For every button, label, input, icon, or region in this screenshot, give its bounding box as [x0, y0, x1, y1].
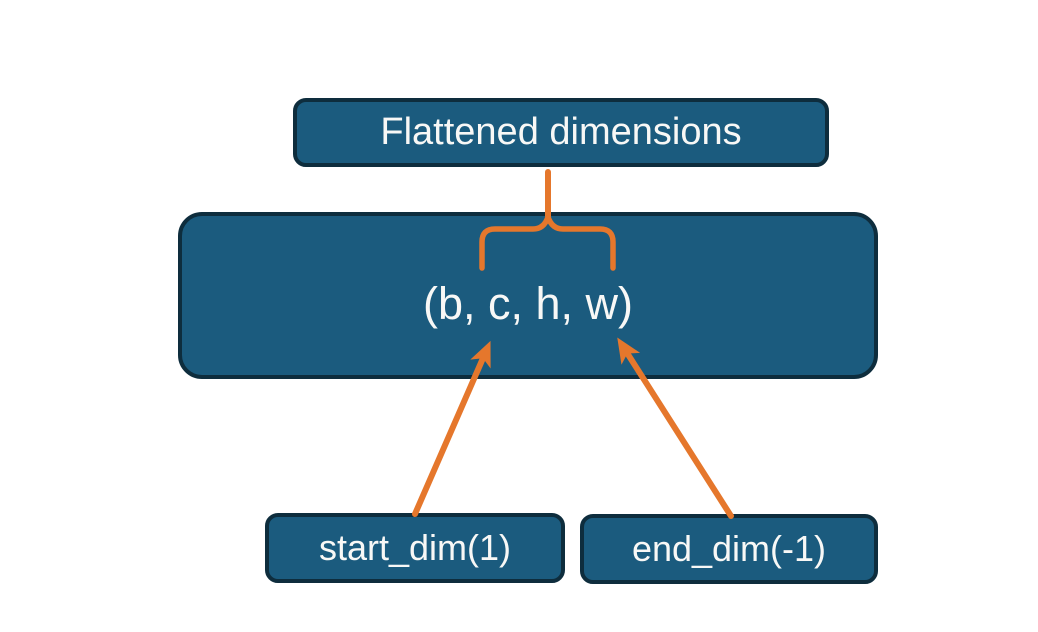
node-start-dim: start_dim(1): [265, 513, 565, 583]
node-tensor-shape-label: (b, c, h, w): [422, 277, 634, 329]
node-end-dim: end_dim(-1): [580, 514, 878, 584]
node-flattened-dimensions-label: Flattened dimensions: [380, 111, 742, 153]
node-flattened-dimensions: Flattened dimensions: [293, 98, 829, 167]
node-end-dim-label: end_dim(-1): [631, 528, 827, 569]
node-start-dim-label: start_dim(1): [318, 527, 512, 568]
node-tensor-shape: (b, c, h, w): [178, 212, 878, 379]
